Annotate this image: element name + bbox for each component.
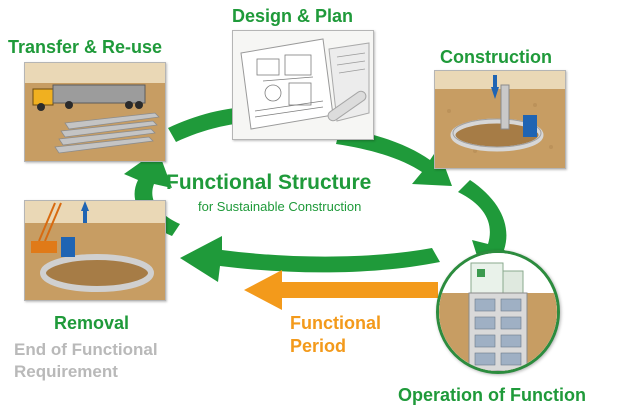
end-requirement-line2: Requirement bbox=[14, 362, 118, 381]
stage-label-removal: Removal bbox=[54, 313, 130, 333]
blueprint-icon bbox=[232, 30, 374, 140]
crane-extraction-icon bbox=[24, 200, 166, 301]
end-requirement-line1: End of Functional bbox=[14, 340, 158, 359]
center-subtitle: for Sustainable Construction bbox=[198, 199, 362, 214]
stage-label-construction: Construction bbox=[440, 47, 552, 67]
underground-shaft-icon bbox=[436, 250, 560, 374]
center-title: Functional Structure bbox=[166, 171, 372, 194]
functional-period-arrow bbox=[244, 270, 438, 310]
arrow-design-to-construction bbox=[336, 128, 452, 186]
arrow-operation-to-removal bbox=[180, 236, 440, 282]
truck-piles-icon bbox=[24, 62, 166, 162]
functional-period-line1: Functional bbox=[290, 313, 381, 333]
arrow-removal-to-transfer bbox=[124, 150, 180, 236]
stage-label-transfer: Transfer & Re-use bbox=[8, 37, 163, 57]
functional-period-line2: Period bbox=[290, 336, 347, 356]
sheet-pile-ring-icon bbox=[434, 70, 566, 169]
stage-label-operation: Operation of Function bbox=[398, 385, 586, 405]
stage-label-design: Design & Plan bbox=[232, 6, 354, 26]
